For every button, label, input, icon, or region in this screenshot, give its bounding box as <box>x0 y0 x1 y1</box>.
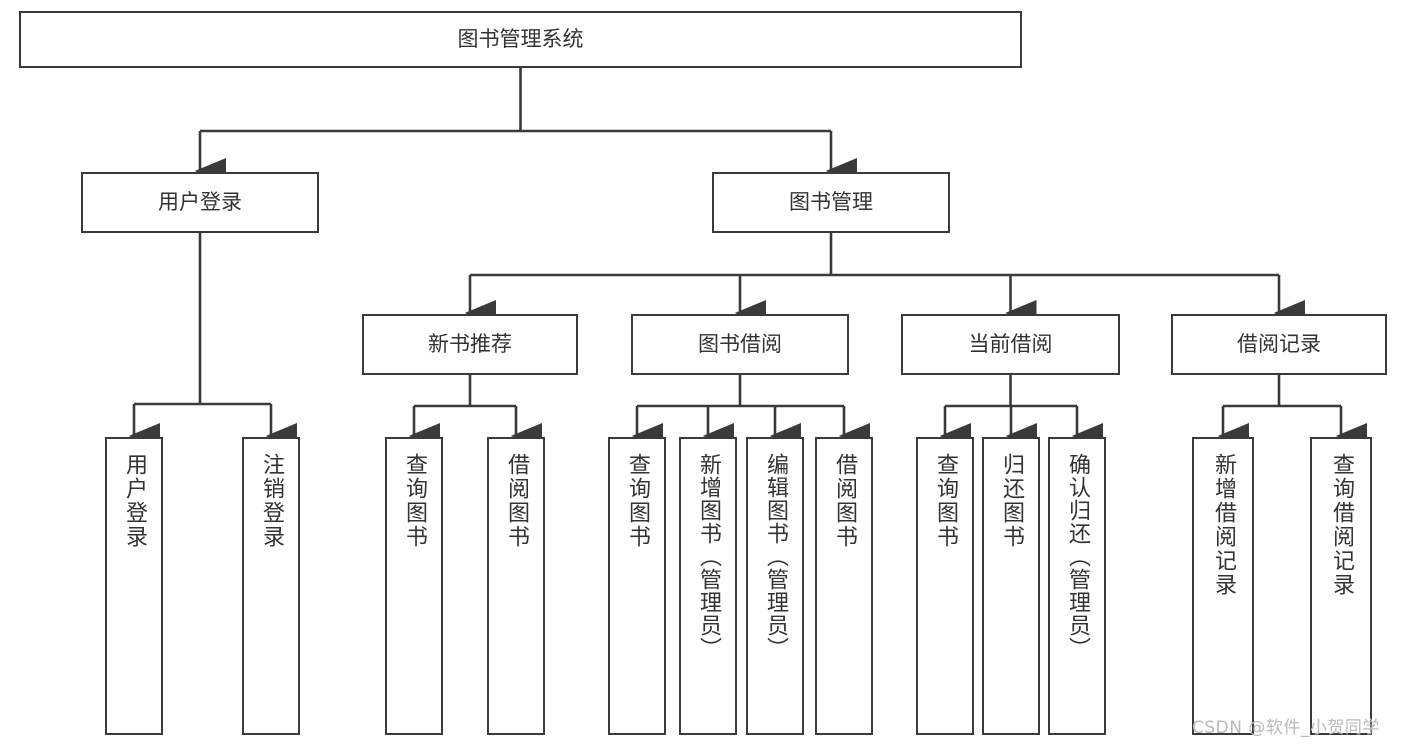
node-root[interactable]: 图书管理系统 <box>19 11 1022 68</box>
node-user-login[interactable]: 用户登录 <box>81 172 319 233</box>
node-leaf-add-borrow-record-label: 新增借阅记录 <box>1210 453 1236 597</box>
node-leaf-return-book[interactable]: 归还图书 <box>982 437 1040 735</box>
node-leaf-add-book-admin-label: 新增图书（管理员） <box>695 453 721 660</box>
node-leaf-user-login[interactable]: 用户登录 <box>105 437 163 735</box>
node-leaf-query-book-rec-label: 查询图书 <box>401 453 427 549</box>
node-leaf-query-borrow-record[interactable]: 查询借阅记录 <box>1310 437 1372 735</box>
node-leaf-borrow-book-label: 借阅图书 <box>831 453 857 549</box>
node-leaf-edit-book-admin[interactable]: 编辑图书（管理员） <box>746 437 804 735</box>
node-book-management-label: 图书管理 <box>789 190 873 215</box>
node-new-book-recommend-label: 新书推荐 <box>428 332 512 357</box>
node-leaf-add-book-admin[interactable]: 新增图书（管理员） <box>679 437 737 735</box>
node-user-login-label: 用户登录 <box>158 190 242 215</box>
node-leaf-logout-login-label: 注销登录 <box>258 453 284 549</box>
node-leaf-query-book-borrow-label: 查询图书 <box>624 453 650 549</box>
node-current-borrow[interactable]: 当前借阅 <box>901 314 1120 375</box>
node-leaf-confirm-return-admin[interactable]: 确认归还（管理员） <box>1048 437 1106 735</box>
node-leaf-borrow-book[interactable]: 借阅图书 <box>815 437 873 735</box>
node-new-book-recommend[interactable]: 新书推荐 <box>362 314 578 375</box>
node-leaf-query-book-cur-label: 查询图书 <box>932 453 958 549</box>
node-leaf-add-borrow-record[interactable]: 新增借阅记录 <box>1192 437 1254 735</box>
node-leaf-user-login-label: 用户登录 <box>121 453 147 549</box>
node-borrow-record[interactable]: 借阅记录 <box>1171 314 1387 375</box>
node-leaf-query-book-borrow[interactable]: 查询图书 <box>608 437 666 735</box>
node-root-label: 图书管理系统 <box>457 27 584 52</box>
node-book-borrow[interactable]: 图书借阅 <box>631 314 849 375</box>
node-leaf-borrow-book-rec-label: 借阅图书 <box>503 453 529 549</box>
node-leaf-return-book-label: 归还图书 <box>998 453 1024 549</box>
csdn-watermark: CSDN @软件_小贺同学 <box>1192 718 1380 738</box>
node-current-borrow-label: 当前借阅 <box>968 332 1053 357</box>
node-leaf-edit-book-admin-label: 编辑图书（管理员） <box>762 453 788 660</box>
node-leaf-query-borrow-record-label: 查询借阅记录 <box>1328 453 1354 597</box>
node-borrow-record-label: 借阅记录 <box>1237 332 1321 357</box>
node-book-management[interactable]: 图书管理 <box>712 172 950 233</box>
node-leaf-query-book-cur[interactable]: 查询图书 <box>916 437 974 735</box>
node-book-borrow-label: 图书借阅 <box>698 332 782 357</box>
node-leaf-confirm-return-admin-label: 确认归还（管理员） <box>1064 453 1090 660</box>
node-leaf-logout-login[interactable]: 注销登录 <box>242 437 300 735</box>
node-leaf-query-book-rec[interactable]: 查询图书 <box>385 437 443 735</box>
node-leaf-borrow-book-rec[interactable]: 借阅图书 <box>487 437 545 735</box>
